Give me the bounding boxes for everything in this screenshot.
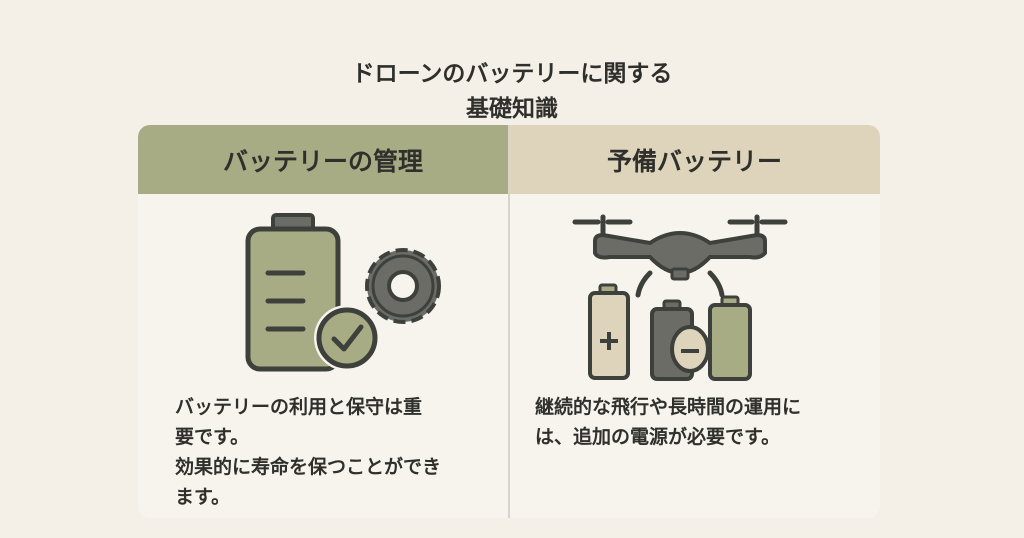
page-title-line-1: ドローンのバッテリーに関する [351, 61, 673, 87]
info-card: バッテリーの管理 予備バッテリー [138, 125, 880, 518]
section-body-spare-battery: 継続的な飛行や長時間の運用に は、追加の電源が必要です。 [535, 396, 802, 448]
battery-gear-check-icon [245, 213, 441, 372]
section-body-battery-management: バッテリーの利用と保守は重 要です。 効果的に寿命を保つことができ ます。 [175, 396, 442, 508]
page-title-line-2: 基礎知識 [466, 96, 558, 122]
section-heading-battery-management: バッテリーの管理 [138, 125, 508, 194]
column-divider [508, 125, 510, 518]
section-heading-spare-battery: 予備バッテリー [509, 125, 880, 194]
drone-spare-batteries-icon [572, 214, 788, 381]
